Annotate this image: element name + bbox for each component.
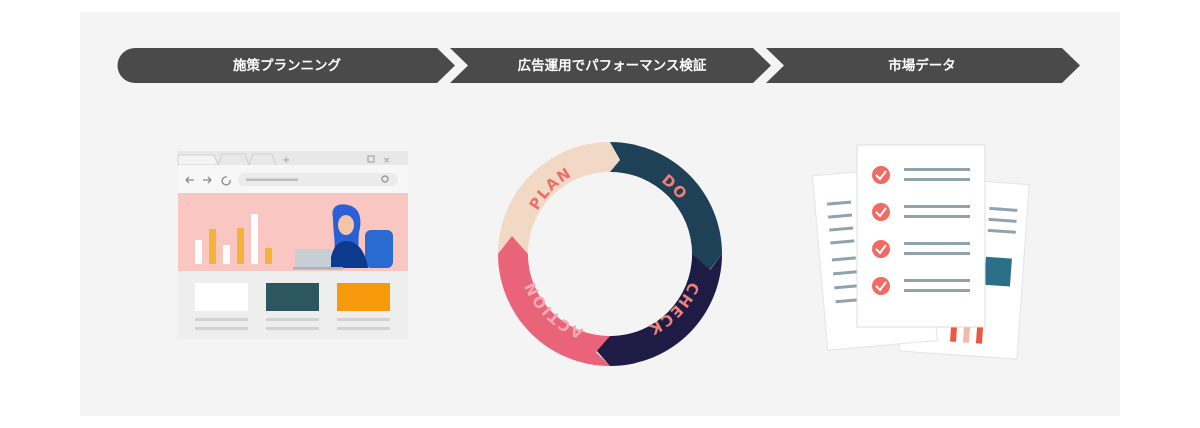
paper-text-line — [988, 217, 1017, 223]
checklist-item — [872, 277, 970, 295]
cycle-center — [528, 172, 692, 336]
chair — [365, 230, 393, 268]
bar-yellow — [237, 228, 244, 264]
face — [338, 215, 354, 235]
step-label-market-data: 市場データ — [888, 57, 956, 74]
paper-text-line — [829, 226, 854, 232]
paper-text-line — [828, 213, 853, 219]
card-image-orange — [337, 283, 390, 311]
address-text-placeholder — [246, 178, 298, 181]
step-label-verification: 広告運用でパフォーマンス検証 — [518, 57, 707, 74]
step-arrow-shape — [117, 48, 455, 83]
documents-illustration — [811, 144, 1030, 360]
reload-icon — [221, 176, 231, 186]
new-tab-plus-icon: + — [282, 155, 290, 166]
person-with-laptop — [293, 204, 393, 270]
checkmark-icon — [875, 244, 887, 255]
check-circle-icon — [872, 240, 890, 258]
checkmark-icon — [875, 281, 887, 292]
browser-address-bar — [238, 173, 398, 186]
window-square-icon — [367, 155, 375, 163]
checklist-item — [872, 203, 970, 221]
back-arrow-icon — [185, 176, 194, 184]
step-arrow-shape — [450, 48, 771, 83]
browser-tab — [177, 154, 219, 166]
search-icon — [381, 175, 389, 183]
browser-tab — [248, 153, 277, 166]
checklist-line — [904, 168, 970, 171]
close-x-icon: × — [383, 156, 391, 166]
checklist-line — [904, 289, 970, 292]
paper-text-line — [989, 206, 1018, 212]
cycle-segment-do — [610, 142, 722, 272]
paper-text-line — [832, 270, 858, 276]
checkmark-icon — [875, 207, 887, 218]
pdca-cycle: PLAN DO CHECK ACTION — [498, 142, 722, 366]
paper-text-line — [834, 284, 859, 290]
laptop — [295, 249, 331, 268]
browser-illustration: + × — [177, 151, 408, 339]
checklist-item — [872, 166, 970, 184]
paper-text-line — [830, 239, 855, 245]
step-arrow-shape — [766, 48, 1080, 83]
step-banner-verification: 広告運用でパフォーマンス検証 — [450, 48, 771, 83]
card-text-line — [337, 327, 390, 330]
card-text-line — [266, 318, 319, 321]
paper-bar — [949, 324, 958, 342]
checklist-line — [904, 205, 970, 208]
checklist-line — [904, 242, 970, 245]
paper-text-line — [987, 228, 1016, 234]
step-label-planning: 施策プランニング — [233, 57, 341, 74]
check-circle-icon — [872, 203, 890, 221]
card-text-line — [195, 318, 248, 321]
browser-tab — [217, 153, 250, 166]
card-image-white — [195, 283, 248, 311]
shirt — [330, 241, 368, 268]
checklist-line — [904, 215, 970, 218]
paper-text-line — [831, 256, 856, 262]
forward-arrow-icon — [203, 176, 212, 184]
bar-yellow — [209, 229, 216, 264]
checkmark-icon — [875, 170, 887, 181]
paper-text-line — [835, 298, 860, 304]
cycle-segment-action — [498, 236, 610, 366]
paper-chart-block — [984, 256, 1012, 287]
step-banner-market-data: 市場データ — [766, 48, 1080, 83]
card-text-line — [337, 318, 390, 321]
checklist-line — [904, 252, 970, 255]
checklist-line — [904, 279, 970, 282]
checklist-item — [872, 240, 970, 258]
card-text-line — [266, 327, 319, 330]
bar-yellow — [265, 248, 272, 264]
cycle-segment-plan — [498, 142, 620, 254]
cycle-segment-check — [596, 254, 722, 366]
check-circle-icon — [872, 277, 890, 295]
bar-white — [195, 240, 202, 264]
step-banner-planning: 施策プランニング — [117, 48, 455, 83]
bar-white — [251, 214, 258, 264]
bar-white — [223, 245, 230, 264]
check-circle-icon — [872, 166, 890, 184]
laptop-base — [293, 267, 343, 270]
card-text-line — [195, 327, 248, 330]
checklist-line — [904, 178, 970, 181]
paper-text-line — [826, 200, 852, 206]
card-image-teal — [266, 283, 319, 311]
